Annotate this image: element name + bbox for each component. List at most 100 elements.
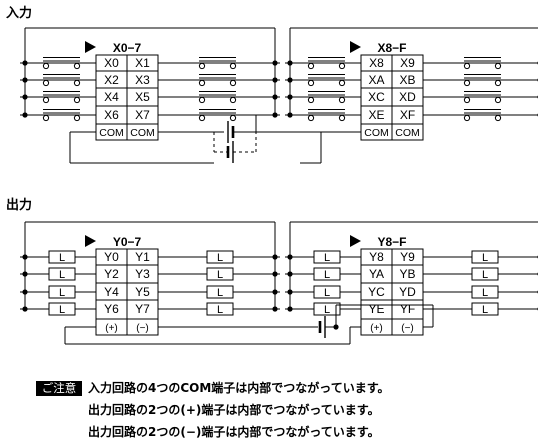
load-label: L	[482, 287, 488, 299]
load-l: L	[48, 285, 76, 299]
output-section-title: 出力	[6, 197, 32, 212]
terminal-label: Y0	[104, 250, 119, 264]
contact-terminal	[42, 79, 50, 87]
terminal-label: XC	[368, 90, 385, 104]
contact-terminal	[307, 96, 315, 104]
load-l: L	[206, 285, 234, 299]
group-header: X0−7	[113, 41, 142, 55]
group-header: Y0−7	[113, 235, 142, 249]
common-terminal	[391, 123, 424, 141]
terminal-label: X2	[104, 73, 119, 87]
arrow-marker	[350, 235, 361, 247]
switch-contact	[307, 109, 346, 122]
load-box	[206, 250, 234, 264]
load-label: L	[59, 269, 65, 281]
arrow-marker	[350, 41, 361, 53]
load-box	[313, 267, 341, 281]
common-terminal-label: (+)	[370, 323, 383, 334]
contact-terminal	[307, 114, 315, 122]
junction-dot	[272, 289, 278, 295]
group-header: Y8−F	[377, 235, 406, 249]
dc-source	[227, 121, 235, 143]
switch-contact	[198, 74, 237, 87]
junction-dot	[287, 77, 293, 83]
contact-terminal	[73, 62, 81, 70]
terminal-label: X5	[135, 90, 150, 104]
terminal-label: Y4	[104, 285, 119, 299]
switch-contact	[307, 57, 346, 70]
terminal-label: YF	[400, 302, 415, 316]
common-terminal-label: (−)	[136, 323, 149, 334]
load-l: L	[48, 302, 76, 316]
load-l: L	[471, 267, 499, 281]
load-l: L	[471, 285, 499, 299]
load-box	[471, 267, 499, 281]
junction-dot	[22, 289, 28, 295]
switch-contact	[198, 57, 237, 70]
contact-terminal	[307, 79, 315, 87]
contact-terminal	[338, 114, 346, 122]
junction-dot	[287, 254, 293, 260]
alt-dc-source	[226, 141, 234, 163]
contact-terminal	[198, 79, 206, 87]
common-terminal-label: (−)	[401, 323, 414, 334]
load-label: L	[482, 252, 488, 264]
load-l: L	[313, 302, 341, 316]
load-l: L	[206, 267, 234, 281]
terminal-label: Y7	[135, 302, 150, 316]
terminal-label: XE	[368, 108, 384, 122]
load-box	[471, 250, 499, 264]
contact-terminal	[494, 96, 502, 104]
load-l: L	[471, 250, 499, 264]
junction-dot	[22, 60, 28, 66]
contact-terminal	[494, 114, 502, 122]
contact-terminal	[494, 62, 502, 70]
terminal-label: Y9	[400, 250, 415, 264]
load-label: L	[59, 252, 65, 264]
junction-dot	[287, 112, 293, 118]
switch-contact	[198, 91, 237, 104]
contact-terminal	[42, 96, 50, 104]
common-terminal-label: COM	[130, 127, 155, 139]
terminal-label: X8	[369, 56, 384, 70]
junction-dot	[272, 112, 278, 118]
terminal-label: YA	[369, 267, 384, 281]
contact-terminal	[73, 114, 81, 122]
load-box	[206, 267, 234, 281]
terminal-label: X9	[400, 56, 415, 70]
switch-contact	[463, 91, 502, 104]
load-box	[206, 285, 234, 299]
load-l: L	[48, 250, 76, 264]
load-label: L	[324, 252, 330, 264]
contact-terminal	[494, 79, 502, 87]
junction-dot	[22, 306, 28, 312]
load-box	[48, 302, 76, 316]
load-label: L	[482, 304, 488, 316]
input-section-title: 入力	[6, 5, 32, 20]
junction-dot	[272, 77, 278, 83]
contact-terminal	[338, 79, 346, 87]
load-label: L	[59, 304, 65, 316]
terminal-label: XF	[400, 108, 415, 122]
terminal-label: XB	[399, 73, 415, 87]
terminal-label: YC	[368, 285, 385, 299]
load-label: L	[482, 269, 488, 281]
terminal-label: X6	[104, 108, 119, 122]
junction-dot	[22, 112, 28, 118]
terminal-label: X1	[135, 56, 150, 70]
junction-dot	[272, 254, 278, 260]
junction-dot	[272, 60, 278, 66]
contact-terminal	[73, 96, 81, 104]
common-terminal-label: COM	[99, 127, 124, 139]
terminal-label: Y6	[104, 302, 119, 316]
terminal-label: X4	[104, 90, 119, 104]
load-box	[206, 302, 234, 316]
junction-dot	[22, 254, 28, 260]
contact-terminal	[42, 114, 50, 122]
load-l: L	[206, 250, 234, 264]
